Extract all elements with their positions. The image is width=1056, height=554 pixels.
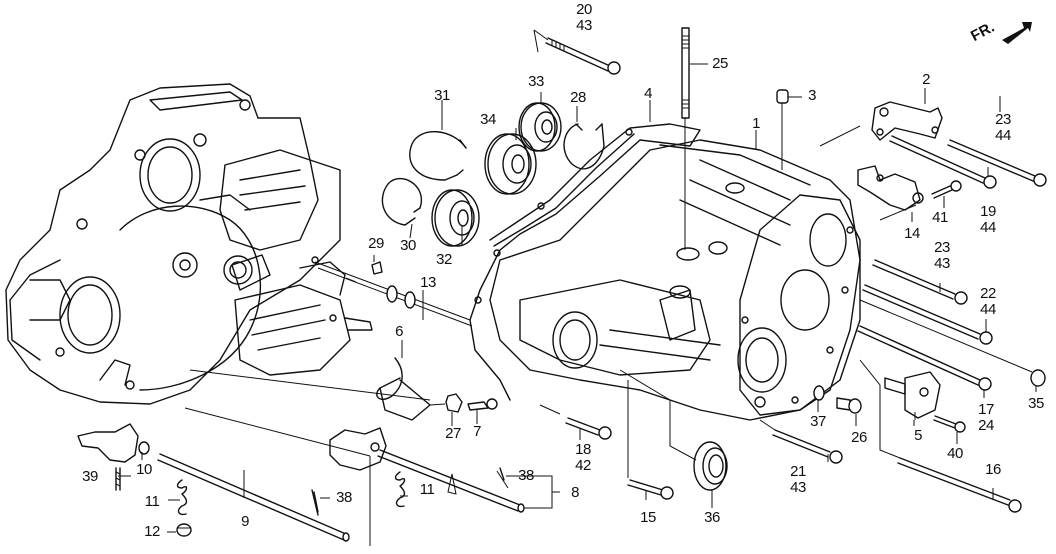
bolt-23-44	[947, 139, 1047, 187]
bearing-33	[518, 102, 562, 152]
shift-fork-6	[376, 357, 446, 421]
callout-36: 36	[704, 509, 720, 526]
bolt-40	[933, 415, 966, 433]
bolt-23-43	[872, 259, 968, 305]
callout-30: 30	[400, 237, 416, 254]
callout-16: 16	[985, 461, 1001, 478]
callout-leader-lines	[118, 63, 1037, 533]
bolt-16	[859, 359, 1022, 513]
bolt-17	[857, 325, 992, 391]
spring-38-left	[313, 491, 319, 513]
bracket-2	[819, 88, 943, 147]
callout-15: 15	[640, 509, 656, 526]
callout-6: 6	[395, 323, 403, 340]
callout-10: 10	[136, 461, 152, 478]
callout-9: 9	[241, 513, 249, 530]
shift-arm-assembly-8	[329, 427, 525, 513]
clutch-housing	[5, 83, 341, 405]
callout-41: 41	[932, 209, 948, 226]
callout-31: 31	[434, 87, 450, 104]
callout-39: 39	[82, 468, 98, 485]
callout-40: 40	[947, 445, 963, 462]
callout-11-left: 11	[144, 493, 160, 510]
shift-mechanism-assembly	[189, 149, 431, 401]
bolt-7	[467, 398, 498, 411]
bolt-41	[931, 180, 962, 199]
bracket-14	[857, 165, 924, 221]
callout-27: 27	[445, 425, 461, 442]
washer-37	[813, 385, 825, 401]
callout-26: 26	[851, 429, 867, 446]
front-direction-arrow-icon	[1002, 22, 1032, 44]
gasket-4	[469, 123, 701, 401]
shaft-13	[314, 261, 473, 327]
callout-8: 8	[571, 484, 579, 501]
callout-28: 28	[570, 89, 586, 106]
callout-37: 37	[810, 413, 826, 430]
callout-32: 32	[436, 251, 452, 268]
shaft-5	[884, 371, 941, 420]
snap-ring-30	[381, 178, 423, 226]
callout-7: 7	[473, 423, 481, 440]
transmission-case	[489, 139, 861, 421]
callout-13: 13	[420, 274, 436, 291]
bolt-22	[862, 284, 993, 345]
callout-3: 3	[808, 87, 816, 104]
callout-34: 34	[480, 111, 496, 128]
bolt-15	[627, 380, 674, 500]
lock-plate-27	[445, 393, 463, 413]
bearing-34	[484, 133, 537, 195]
spring-39	[115, 467, 121, 491]
bolt-19	[889, 135, 997, 189]
spring-11-center	[394, 471, 406, 508]
callout-38-left: 38	[336, 489, 352, 506]
spring-11-left	[176, 479, 188, 516]
callout-1: 1	[752, 115, 760, 132]
callout-25: 25	[712, 55, 728, 72]
oil-seal-36	[619, 369, 728, 491]
bolt-20	[533, 29, 621, 75]
callout-38-center: 38	[518, 467, 534, 484]
cap-12	[176, 523, 192, 537]
callout-5: 5	[914, 427, 922, 444]
bearing-32	[431, 189, 480, 247]
plug-26	[836, 397, 862, 414]
callout-35: 35	[1028, 395, 1044, 412]
bolt-18	[539, 404, 612, 440]
clip-29	[371, 261, 383, 275]
bolt-21	[759, 419, 843, 464]
nut-35	[859, 299, 1046, 387]
callout-2: 2	[922, 71, 930, 88]
callout-14: 14	[904, 225, 920, 242]
breather-cap-3	[776, 89, 800, 170]
shift-arm-assembly-9	[77, 407, 371, 546]
callout-12: 12	[144, 523, 160, 540]
stud-25	[681, 27, 690, 250]
callout-29: 29	[368, 235, 384, 252]
snap-ring-28	[563, 123, 605, 170]
callout-33: 33	[528, 73, 544, 90]
callout-11-center: 11	[419, 481, 435, 498]
snap-ring-31	[409, 130, 467, 181]
callout-4: 4	[644, 85, 652, 102]
